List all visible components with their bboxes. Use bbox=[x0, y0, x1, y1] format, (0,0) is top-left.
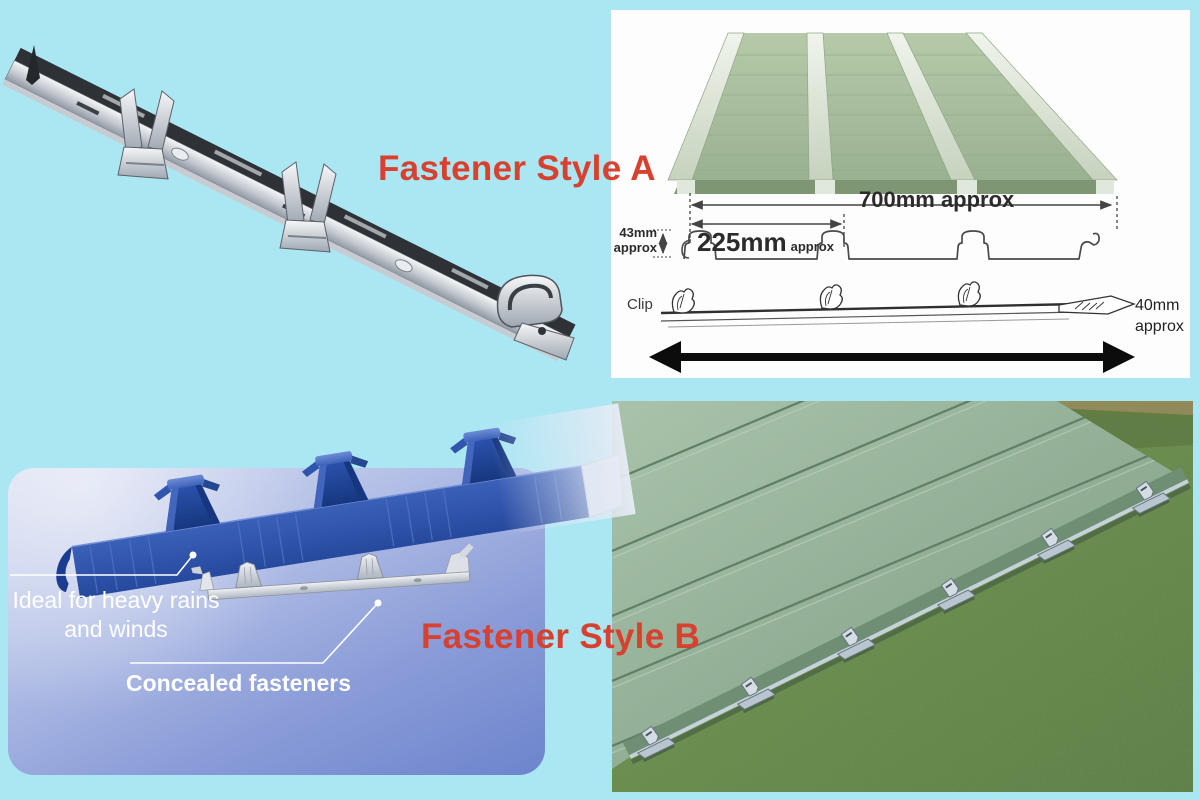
dimension-43mm-suffix: approx bbox=[613, 239, 657, 255]
feature-callout: Concealed fasteners bbox=[126, 670, 351, 696]
dimension-40mm-value: 40mm bbox=[1135, 297, 1180, 314]
roof-sheets-photo bbox=[612, 401, 1193, 792]
benefit-line-2: and winds bbox=[64, 615, 168, 642]
green-sheets bbox=[612, 401, 1188, 769]
style-b-panel: Ideal for heavy rains and winds Conceale… bbox=[8, 403, 636, 775]
rail-clips bbox=[671, 281, 981, 314]
concealed-fastener-rail-illustration bbox=[10, 543, 474, 664]
dimension-40mm: 40mm approx bbox=[1135, 296, 1184, 338]
style-a-title: Fastener Style A bbox=[378, 149, 656, 188]
edge-clips bbox=[636, 480, 1172, 763]
rail-end-hatch bbox=[1074, 301, 1105, 311]
bar-end-clip bbox=[496, 274, 575, 361]
dimension-225mm-value: 225mm bbox=[697, 227, 787, 257]
style-b-title: Fastener Style B bbox=[421, 617, 701, 656]
standing-seams bbox=[667, 32, 1118, 181]
span-arrow bbox=[649, 341, 1135, 373]
benefit-callout: Ideal for heavy rains and winds bbox=[8, 586, 224, 644]
dimension-40mm-suffix: approx bbox=[1135, 317, 1184, 335]
profile-diagram bbox=[649, 193, 1136, 373]
bar-end-fin bbox=[26, 45, 40, 85]
blue-roof-sheet-illustration bbox=[56, 403, 636, 598]
dimension-43mm: 43mm approx bbox=[613, 225, 657, 256]
roof-panel-render bbox=[667, 32, 1118, 194]
leader-lines bbox=[10, 554, 379, 664]
bar-clip-2 bbox=[279, 161, 337, 253]
fastener-bar-photo bbox=[2, 45, 576, 362]
clip-label: Clip bbox=[627, 296, 653, 313]
dimension-700mm: 700mm approx bbox=[859, 187, 1015, 212]
pan-striations bbox=[681, 54, 1100, 171]
benefit-line-1: Ideal for heavy rains bbox=[12, 587, 220, 613]
dimension-225mm-suffix: approx bbox=[790, 239, 834, 254]
dimension-43mm-value: 43mm bbox=[619, 225, 657, 240]
bar-clip-1 bbox=[117, 88, 175, 180]
